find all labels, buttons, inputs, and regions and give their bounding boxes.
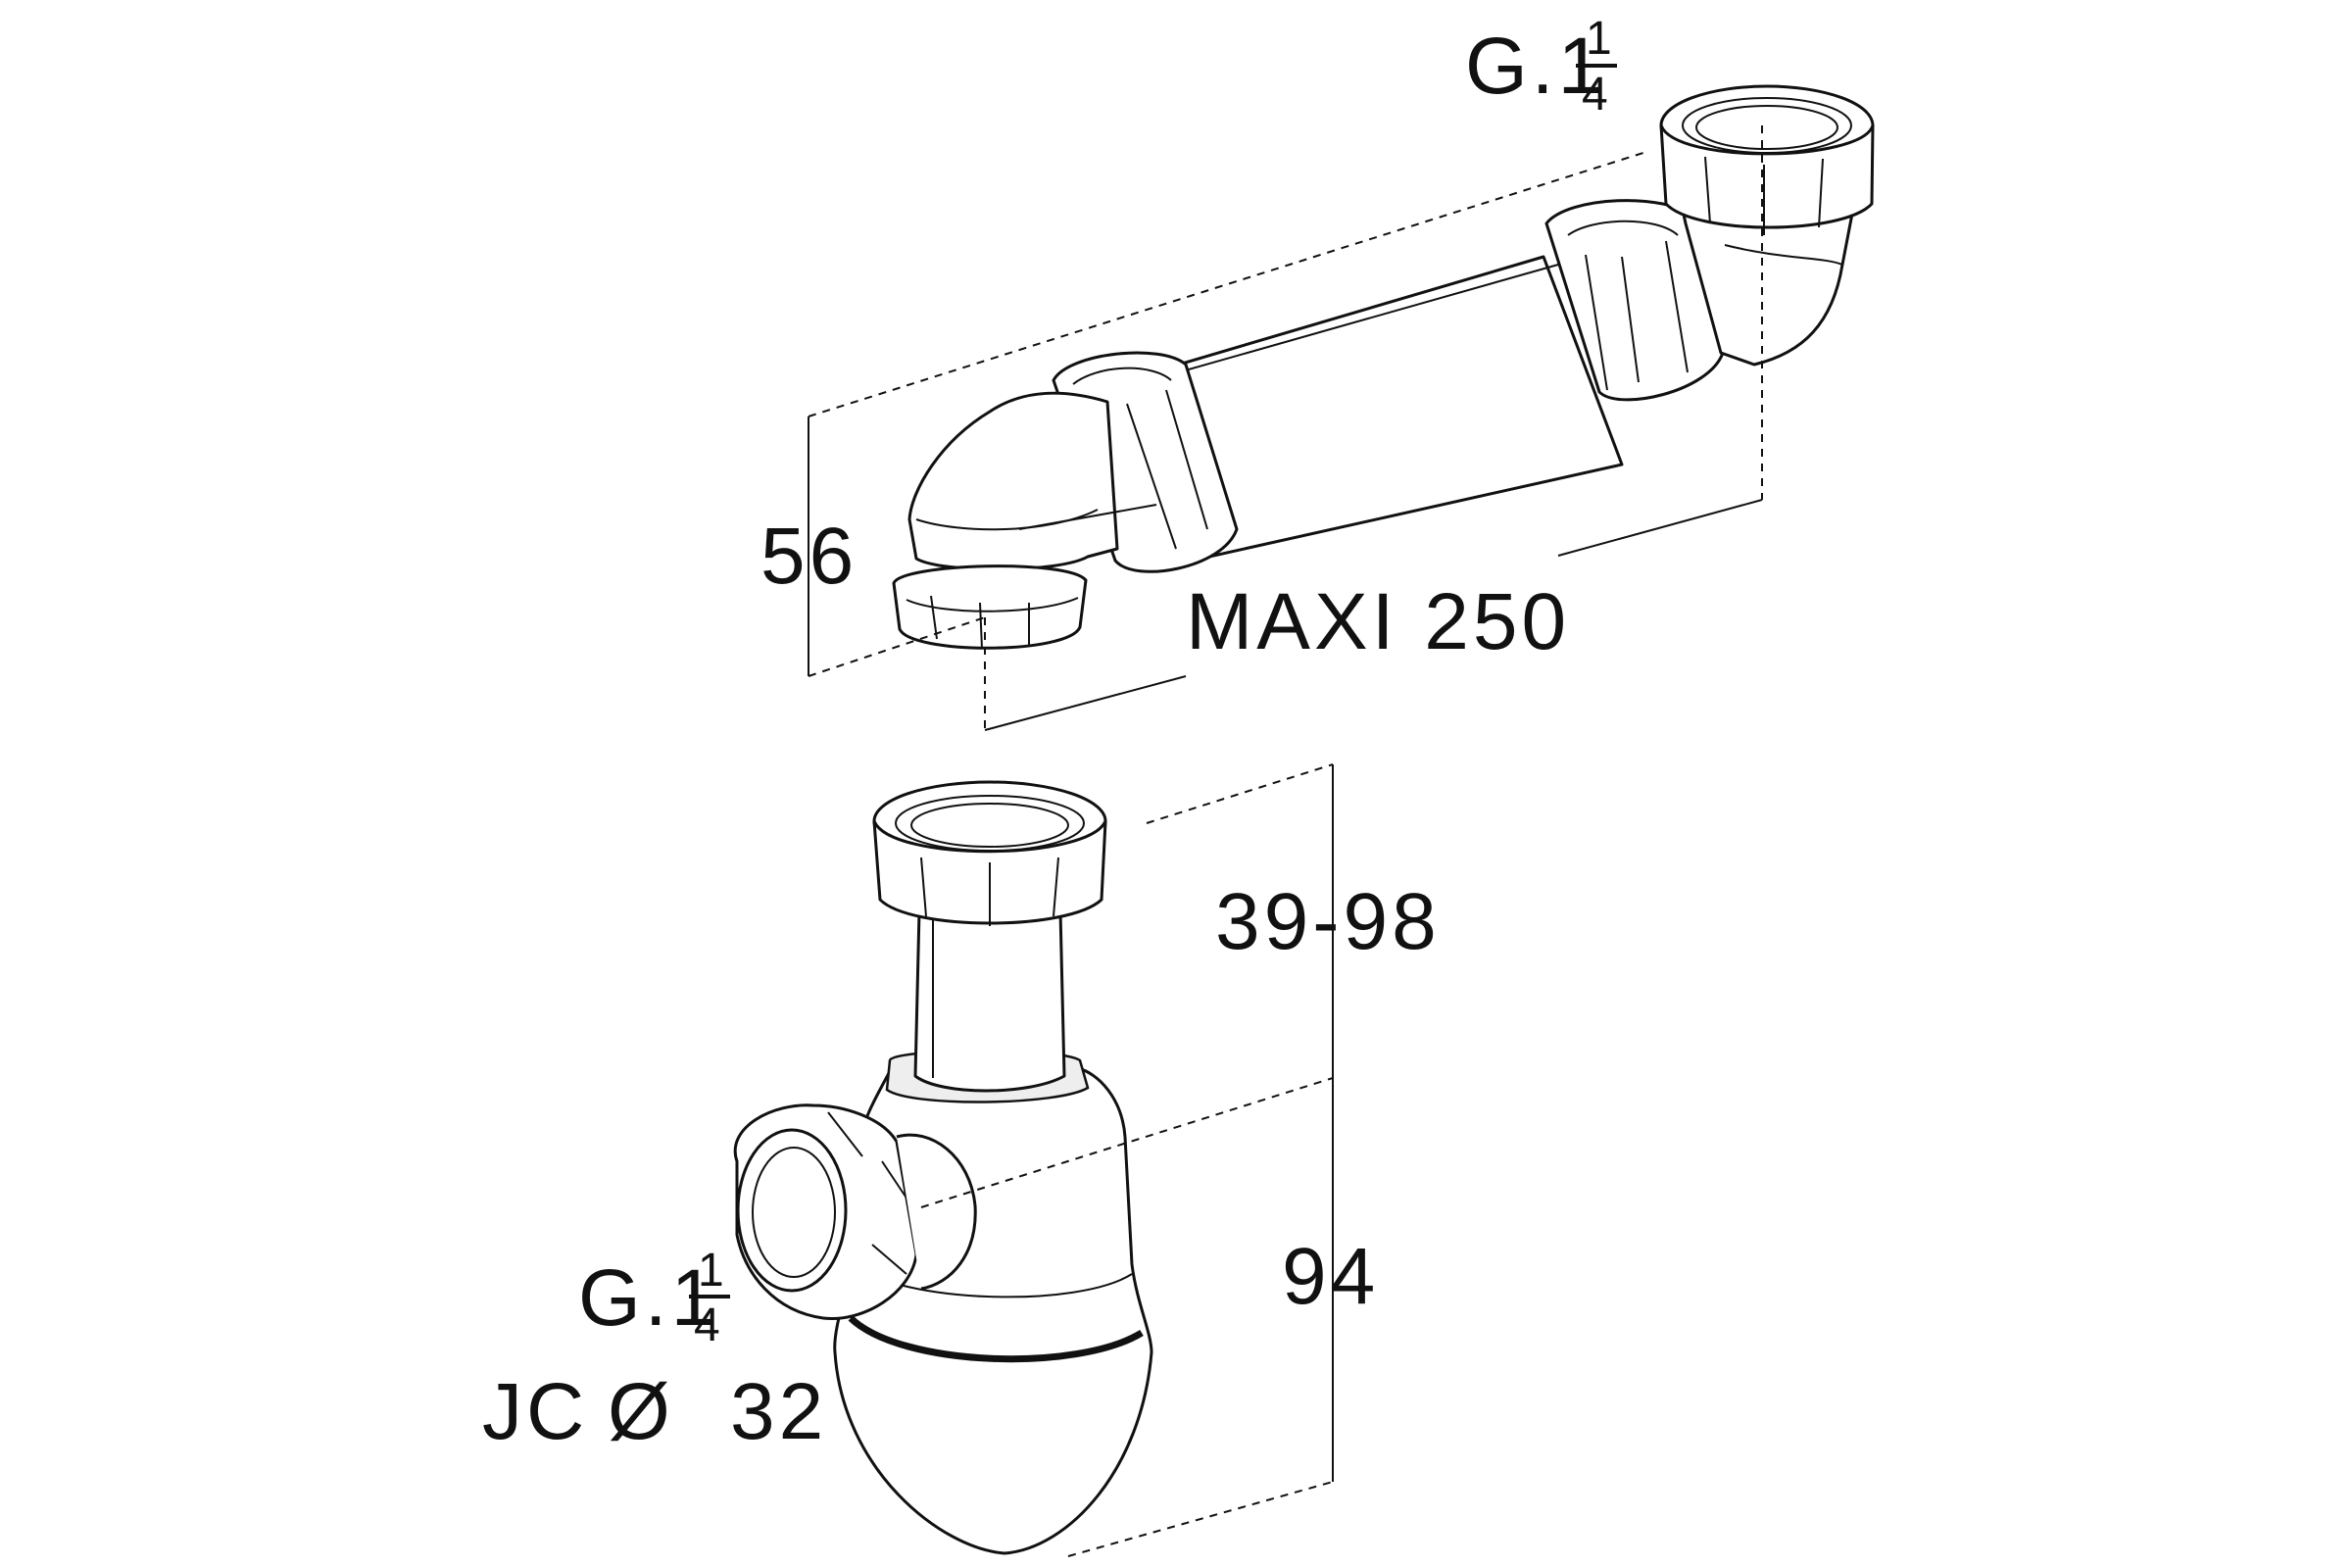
trap-top-nut-inner-2 — [910, 803, 1069, 848]
bottle-trap-assembly — [733, 780, 1153, 1555]
side-outlet-inner — [752, 1147, 836, 1278]
side-outlet-ribs — [827, 1111, 912, 1275]
bottom-dimension-lines — [920, 763, 1334, 1557]
right-nut-ribs — [1585, 240, 1689, 391]
label-maxi-250: MAXI 250 — [1186, 577, 1570, 666]
riser-tube — [913, 909, 1066, 1093]
label-thread-bottom: G.1 1 4 — [578, 1245, 730, 1351]
label-thread-top: G.1 1 4 — [1465, 13, 1617, 121]
left-small-nut-ribs — [930, 595, 1030, 650]
right-nut-rim — [1567, 220, 1679, 236]
jc-prefix: JC — [482, 1367, 588, 1456]
left-small-nut-edge — [906, 597, 1079, 612]
top-dimension-lines — [808, 125, 1763, 731]
top-socket-flats — [1704, 156, 1824, 235]
diameter-symbol: Ø — [608, 1367, 674, 1456]
thread-top-denominator: 4 — [1582, 69, 1608, 121]
dim-94-upper-extension — [920, 1077, 1334, 1208]
dim-56-lower-extension — [808, 616, 986, 677]
jc-value: 32 — [730, 1367, 827, 1456]
dim-range-upper-extension — [1146, 763, 1334, 824]
left-elbow-slot — [1018, 504, 1157, 530]
trap-top-nut-flats — [920, 857, 1059, 926]
dim-94-lower-extension — [1067, 1481, 1334, 1557]
left-nut-rim — [1072, 367, 1172, 385]
dim-250-left-line — [984, 675, 1187, 731]
left-elbow — [907, 391, 1119, 571]
left-elbow-seam — [915, 509, 1099, 531]
label-height-56: 56 — [760, 512, 858, 601]
left-nut-ribs — [1126, 389, 1208, 550]
top-socket-thread-inner — [1695, 105, 1838, 150]
tube-highlight-line — [1136, 264, 1559, 385]
thread-top-numerator: 1 — [1586, 13, 1612, 65]
side-outlet-sleeve — [896, 1133, 977, 1291]
side-outlet-opening — [736, 1128, 848, 1293]
label-jc-diameter: JC Ø 32 — [482, 1367, 827, 1456]
left-small-nut — [892, 564, 1088, 650]
bottle-gasket-ring — [848, 1315, 1144, 1363]
label-height-94: 94 — [1282, 1232, 1379, 1321]
right-elbow-seam — [1724, 244, 1843, 266]
extension-tube-assembly — [892, 84, 1875, 650]
thread-bottom-denominator: 4 — [694, 1299, 720, 1351]
thread-bottom-numerator: 1 — [698, 1245, 724, 1297]
dim-250-right-line — [1557, 499, 1763, 557]
label-range-39-98: 39-98 — [1215, 877, 1441, 966]
